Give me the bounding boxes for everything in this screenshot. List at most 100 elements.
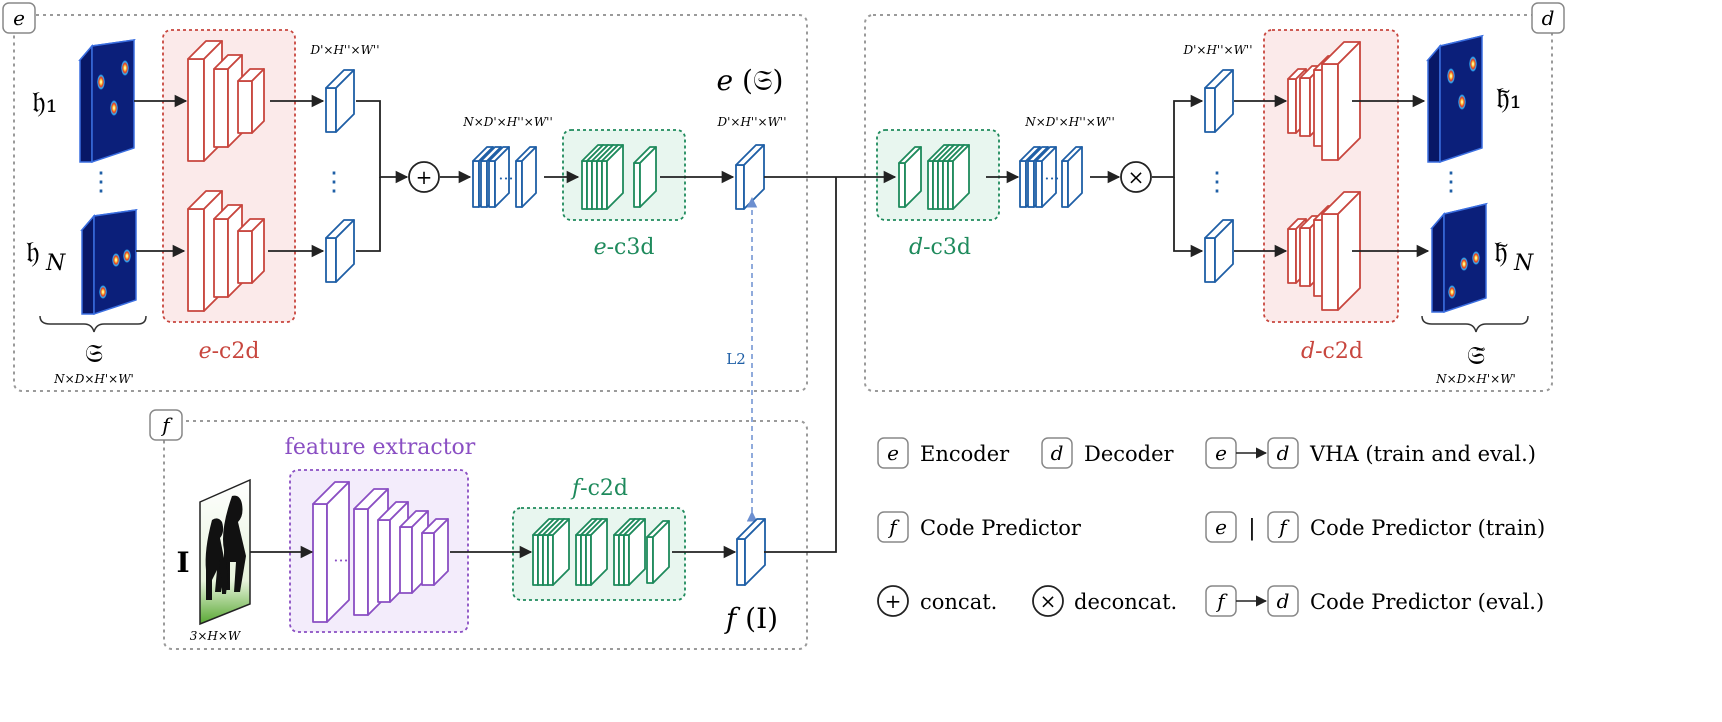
svg-text:d: d (1542, 6, 1555, 30)
feature-extractor-layers: ··· (312, 481, 449, 623)
feature-extractor-title: feature extractor (285, 435, 476, 460)
decoder-stack-slice-3 (1061, 146, 1083, 208)
svg-text:Code Predictor (eval.): Code Predictor (eval.) (1310, 590, 1544, 614)
H-tilde-label: 𝔖̃ (1467, 341, 1485, 371)
predictor-tag: f (149, 409, 183, 441)
svg-text:e: e (1215, 441, 1227, 465)
encoder-feature-dims: D'×H''×W'' (309, 43, 379, 57)
legend-concat: + concat. (877, 585, 997, 617)
deconcat-op-symbol: × (1128, 165, 1145, 189)
input-image (199, 478, 251, 626)
d-c3d-layers (898, 144, 970, 210)
e-c2d-bottom-layers (187, 190, 265, 312)
decoder-stack-slice-2 (1035, 146, 1057, 208)
decoder-feature-map-1 (1204, 219, 1234, 283)
svg-text:N: N (45, 251, 66, 276)
legend-vha: e d VHA (train and eval.) (1205, 437, 1536, 469)
encoder-code-label: e (𝔖) (717, 64, 784, 97)
legend-decoder: d Decoder (1041, 437, 1175, 469)
input-image-label: I (176, 546, 189, 579)
e-c2d-layer-0-2 (237, 68, 265, 134)
d-c3d-slice-5 (947, 144, 970, 210)
decoder-stack: ··· (1019, 146, 1083, 208)
decoder-stack-dims: N×D'×H''×W'' (1024, 115, 1115, 129)
legend-code-predictor: f Code Predictor (877, 511, 1082, 543)
d-c2d-top-layers (1287, 41, 1361, 161)
encoder-feature-map-1 (325, 219, 355, 283)
predictor-code-label: f (I) (724, 602, 778, 635)
svg-text:d: d (1277, 589, 1290, 613)
svg-text:d: d (1051, 441, 1064, 465)
decoder-output-brace (1421, 315, 1529, 333)
deconcat-op (1120, 161, 1152, 193)
decoder-feature-dims: D'×H''×W'' (1182, 43, 1252, 57)
decoder-tag: d (1531, 2, 1565, 34)
e-c2d-layer-1-2 (237, 218, 265, 284)
H-label: 𝔖 (85, 339, 103, 369)
H-tilde-dims: N×D×H'×W' (1435, 372, 1516, 386)
svg-text:×: × (1040, 589, 1057, 613)
e-c3d-slice-4 (601, 144, 624, 210)
e-c2d-top-layers (187, 40, 265, 162)
encoder-feature-dots: ⋮ (321, 167, 347, 197)
encoder-heatmap-dots: ⋮ (88, 167, 114, 197)
predictor-code-map (736, 518, 766, 586)
heatmap-h1 (78, 38, 136, 164)
svg-text:e: e (13, 6, 25, 30)
d-c2d-bottom-layers (1287, 191, 1361, 311)
f-c2d-slice-1-2 (585, 518, 608, 586)
f-c2d-slice-3-0 (646, 520, 670, 584)
svg-text:VHA (train and eval.): VHA (train and eval.) (1309, 442, 1536, 466)
legend: e Encoder d Decoder e d VHA (train and e… (877, 437, 1545, 617)
h1-label: 𝔥₁ (32, 85, 58, 120)
decoder-feature-map-0 (1204, 69, 1234, 133)
code-dims: D'×H''×W'' (716, 115, 786, 129)
svg-text:|: | (1248, 516, 1255, 541)
f-c2d-slice-0-3 (547, 518, 570, 586)
H-dims: N×D×H'×W' (53, 372, 134, 386)
concat-op (408, 161, 440, 193)
encoder-feature-map-0 (325, 69, 355, 133)
decoder-panel-frame (864, 14, 1553, 392)
e-c3d-layers (581, 144, 657, 210)
f-c2d-slice-2-2 (623, 518, 646, 586)
svg-text:Decoder: Decoder (1084, 442, 1175, 466)
e-c3d-slice-5 (633, 146, 657, 208)
legend-code-predictor-train: e | f Code Predictor (train) (1205, 511, 1545, 543)
predictor-code-slab (736, 518, 766, 586)
outN-label: 𝔥̃ N (1494, 235, 1534, 276)
decoder-feature-maps (1204, 69, 1234, 283)
e-c2d-label: e-c2d (199, 339, 260, 364)
decoder-stack-ellipsis: ··· (1044, 169, 1059, 188)
d-c3d-label: d-c3d (909, 235, 971, 260)
d-c2d-layer-1-3 (1321, 191, 1361, 311)
input-image-dims: 3×H×W (190, 629, 242, 643)
f-c2d-label: f-c2d (570, 476, 628, 501)
legend-deconcat: × deconcat. (1032, 585, 1177, 617)
encoder-stack-ellipsis: ··· (498, 169, 513, 188)
decoder-feature-dots: ⋮ (1204, 167, 1230, 197)
encoder-feature-maps (325, 69, 355, 283)
encoder-code-map (735, 144, 765, 210)
out1-label: 𝔥̃₁ (1496, 81, 1522, 116)
d-c2d-label: d-c2d (1301, 339, 1363, 364)
heatmap-out-N (1429, 202, 1489, 314)
l2-loss-label: L2 (726, 350, 746, 368)
encoder-concat-stack: ··· (472, 146, 537, 208)
svg-text:Encoder: Encoder (920, 442, 1010, 466)
legend-code-predictor-eval: f d Code Predictor (eval.) (1205, 585, 1544, 617)
svg-text:𝔥̃: 𝔥̃ (1494, 235, 1508, 270)
encoder-tag: e (2, 2, 36, 34)
d-c2d-layer-0-3 (1321, 41, 1361, 161)
d-c3d-slice-0 (898, 146, 922, 208)
svg-text:deconcat.: deconcat. (1074, 590, 1177, 614)
svg-text:N: N (1513, 251, 1534, 276)
heatmap-out-1 (1425, 34, 1485, 164)
legend-encoder: e Encoder (877, 437, 1010, 469)
flow-arrows (134, 94, 1430, 559)
heatmap-hN (80, 208, 138, 316)
f-c2d-layers (532, 518, 670, 586)
svg-text:𝔥: 𝔥 (26, 235, 40, 270)
e-c3d-label: e-c3d (594, 235, 655, 260)
concat-dims: N×D'×H''×W'' (462, 115, 553, 129)
